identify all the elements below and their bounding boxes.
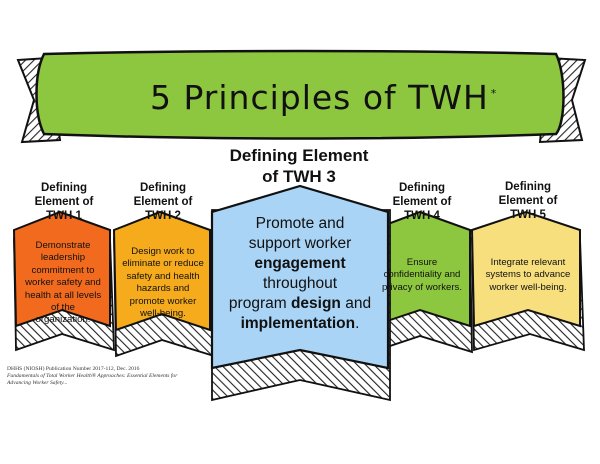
element-3-heading: Defining Element of TWH 3 bbox=[214, 145, 384, 187]
title-mark: * bbox=[490, 87, 498, 100]
text-line: Ensure bbox=[406, 257, 438, 268]
text-line: health at all levels bbox=[24, 289, 102, 301]
text-line: worker well-being. bbox=[489, 281, 567, 293]
heading-line: Element of bbox=[133, 196, 193, 208]
heading-line: Defining bbox=[41, 182, 87, 194]
heading-line: Defining Element bbox=[229, 146, 369, 165]
banner-ribbon bbox=[16, 49, 587, 144]
citation-reference-line: Advancing Worker Safety... bbox=[7, 380, 68, 386]
element-2-text: Design work to eliminate or reduce safet… bbox=[116, 246, 210, 320]
text-line: well-being. bbox=[140, 308, 186, 320]
element-1-shape bbox=[12, 210, 115, 352]
heading-line: Element of bbox=[34, 196, 94, 208]
heading-line: Defining bbox=[505, 181, 551, 193]
banner-body bbox=[35, 49, 565, 140]
heading-line: Element of bbox=[392, 196, 452, 208]
element-2-shape bbox=[112, 210, 215, 358]
text-line: leadership bbox=[40, 252, 86, 264]
text-fragment: program bbox=[228, 295, 291, 312]
title-text: 5 Principles of TWH bbox=[150, 78, 489, 117]
citation-publication: DHHS (NIOSH) Publication Number 2017-112… bbox=[7, 366, 140, 372]
citation: DHHS (NIOSH) Publication Number 2017-112… bbox=[7, 366, 222, 387]
element-3-shape bbox=[210, 184, 391, 402]
heading-line: TWH 5 bbox=[510, 209, 546, 221]
text-line: Design work to bbox=[131, 246, 195, 257]
heading-line: TWH 2 bbox=[145, 210, 181, 222]
element-3-text: Promote and support worker engagement th… bbox=[222, 214, 378, 334]
text-line: hazards and bbox=[136, 283, 190, 295]
text-emphasis: design bbox=[290, 295, 341, 312]
text-emphasis: engagement bbox=[254, 255, 346, 272]
text-line: worker safety and bbox=[25, 277, 101, 289]
text-line: throughout bbox=[262, 275, 338, 292]
text-line: systems to advance bbox=[485, 269, 571, 281]
citation-reference-line: Fundamentals of Total Worker Health® App… bbox=[7, 373, 178, 379]
element-5-heading: Defining Element of TWH 5 bbox=[480, 180, 576, 222]
element-1-heading: Defining Element of TWH 1 bbox=[20, 181, 108, 223]
heading-line: Defining bbox=[399, 182, 445, 194]
heading-line: Defining bbox=[140, 182, 186, 194]
text-line: eliminate or reduce bbox=[122, 258, 204, 270]
element-2-heading: Defining Element of TWH 2 bbox=[118, 181, 208, 223]
text-line: of the bbox=[50, 302, 75, 314]
text-line: privacy of workers. bbox=[382, 281, 462, 293]
heading-line: of TWH 3 bbox=[262, 167, 336, 186]
element-5-text: Integrate relevant systems to advance wo… bbox=[478, 257, 578, 294]
element-4-heading: Defining Element of TWH 4 bbox=[376, 181, 468, 223]
text-line: Demonstrate bbox=[35, 240, 91, 251]
diagram-title: 5 Principles of TWH* bbox=[150, 78, 496, 117]
text-line: commitment to bbox=[31, 264, 95, 276]
text-line: organization. bbox=[35, 314, 91, 326]
text-line: promote worker bbox=[129, 295, 197, 307]
element-5-shape bbox=[470, 210, 585, 352]
text-fragment: . bbox=[355, 315, 360, 332]
text-line: confidentiality and bbox=[383, 269, 461, 281]
heading-line: TWH 4 bbox=[404, 210, 440, 222]
text-line: safety and health bbox=[126, 270, 200, 282]
text-emphasis: implementation bbox=[240, 315, 356, 332]
element-4-shape bbox=[371, 210, 473, 354]
element-4-text: Ensure confidentiality and privacy of wo… bbox=[374, 257, 470, 294]
text-fragment: and bbox=[340, 295, 372, 312]
heading-line: Element of bbox=[498, 195, 558, 207]
text-line: support worker bbox=[248, 235, 352, 252]
text-line: Integrate relevant bbox=[490, 257, 566, 268]
heading-line: TWH 1 bbox=[46, 210, 82, 222]
element-1-text: Demonstrate leadership commitment to wor… bbox=[18, 240, 108, 327]
text-line: Promote and bbox=[255, 215, 345, 232]
